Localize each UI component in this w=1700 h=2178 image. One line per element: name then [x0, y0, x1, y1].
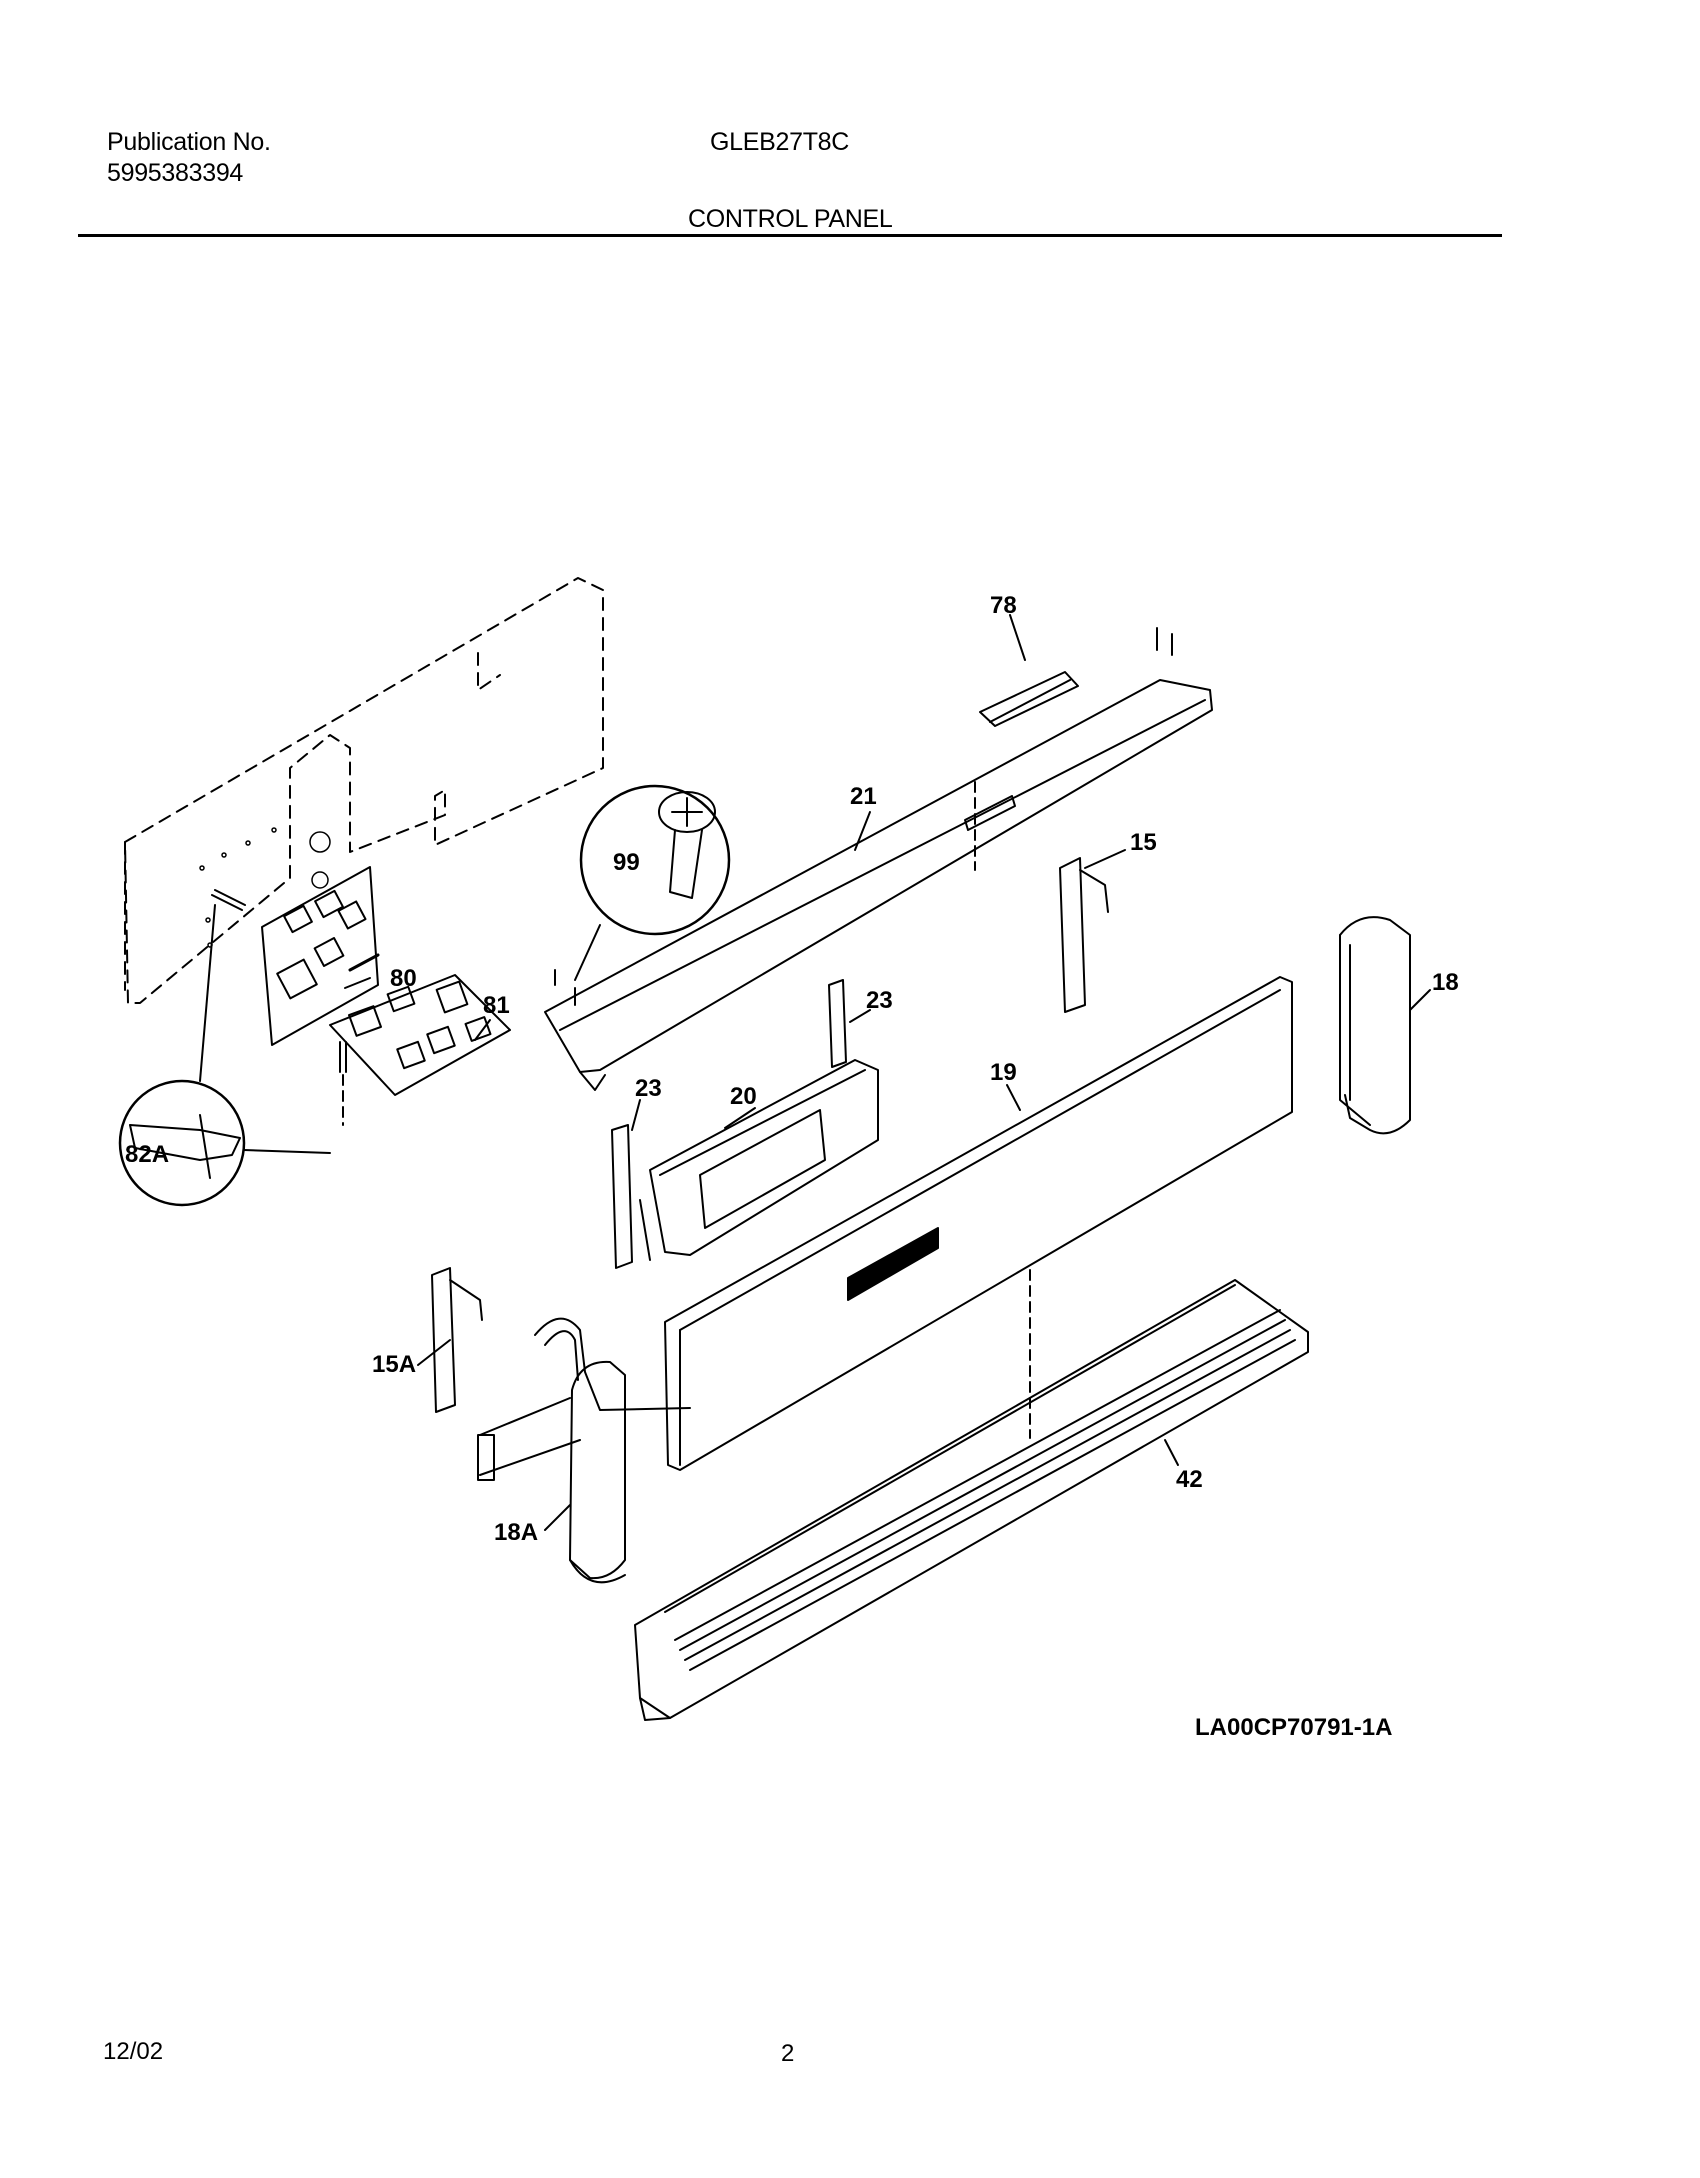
- label-15: 15: [1130, 829, 1157, 856]
- kick-plate-42: [634, 1279, 1309, 1721]
- label-23-right: 23: [866, 987, 893, 1014]
- control-module-20: [639, 1059, 879, 1261]
- leader-lines: [344, 614, 1431, 1531]
- back-housing-outline: [124, 577, 604, 1004]
- standoff-screws: [211, 889, 347, 1126]
- control-panel-19: [664, 976, 1293, 1471]
- part-labels: 78 21 99 15 80 81 23 23 20 19 18 82A 15A…: [125, 592, 1459, 1546]
- end-cap-18: [1339, 916, 1411, 1135]
- footer-date: 12/02: [103, 2038, 164, 2065]
- housing-holes: [199, 827, 331, 948]
- page-number: 2: [781, 2040, 795, 2067]
- label-23-left: 23: [635, 1075, 662, 1102]
- relay-board-81: [329, 974, 511, 1096]
- section-title: CONTROL PANEL: [688, 205, 893, 233]
- label-80: 80: [390, 965, 417, 992]
- button-78: [979, 671, 1079, 727]
- bracket-15: [1059, 857, 1109, 1013]
- label-18a: 18A: [494, 1519, 538, 1546]
- wire-harness: [477, 1317, 691, 1481]
- callout-99-screw: [574, 784, 731, 981]
- control-board-80: [261, 866, 380, 1046]
- bracket-23-left: [611, 1124, 633, 1269]
- callout-82a: [118, 904, 331, 1207]
- model-number: GLEB27T8C: [710, 128, 850, 156]
- label-78: 78: [990, 592, 1017, 619]
- top-trim-21: [544, 679, 1213, 1091]
- publication-label: Publication No.: [107, 128, 271, 156]
- label-21: 21: [850, 783, 877, 810]
- label-81: 81: [483, 992, 510, 1019]
- end-cap-18a: [569, 1360, 626, 1584]
- trim-screws: [554, 627, 1173, 1006]
- label-20: 20: [730, 1083, 757, 1110]
- label-82a: 82A: [125, 1141, 169, 1168]
- header-rule: [78, 234, 1502, 237]
- bracket-23-right: [828, 979, 847, 1068]
- label-42: 42: [1176, 1466, 1203, 1493]
- label-18: 18: [1432, 969, 1459, 996]
- bracket-15a: [431, 1267, 483, 1413]
- diagram-reference-code: LA00CP70791-1A: [1195, 1714, 1393, 1741]
- label-99: 99: [613, 849, 640, 876]
- publication-number: 5995383394: [107, 159, 244, 187]
- label-15a: 15A: [372, 1351, 416, 1378]
- label-19: 19: [990, 1059, 1017, 1086]
